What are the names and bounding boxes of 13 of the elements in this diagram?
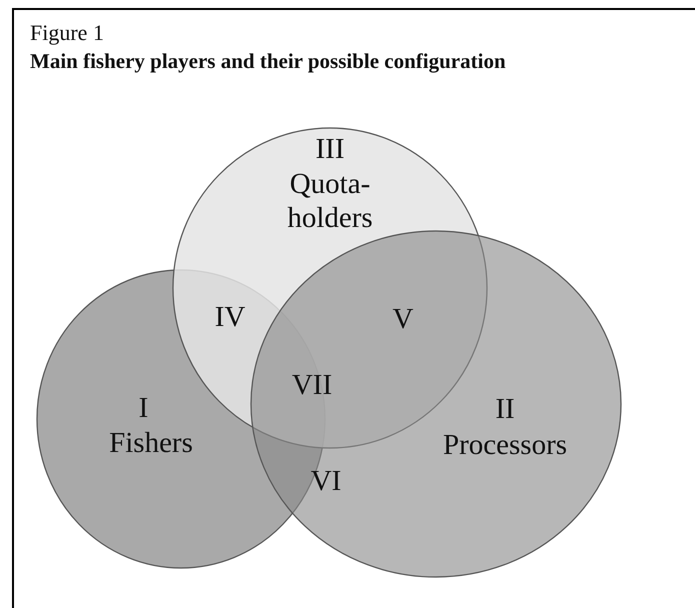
region-numeral: VII (292, 369, 332, 401)
circle-numeral: II (494, 392, 516, 426)
venn-circle (250, 230, 622, 578)
figure-number: Figure 1 (30, 20, 104, 46)
circle-label: Fishers (108, 426, 194, 460)
region-numeral: IV (214, 301, 246, 333)
circle-label: Processors (442, 428, 568, 462)
region-numeral: V (392, 303, 414, 335)
figure-title: Main fishery players and their possible configuration (30, 48, 506, 74)
circle-label: Quota-holders (286, 167, 374, 235)
region-numeral: VI (310, 465, 342, 497)
circle-numeral: III (314, 132, 346, 166)
circle-numeral: I (138, 391, 150, 425)
